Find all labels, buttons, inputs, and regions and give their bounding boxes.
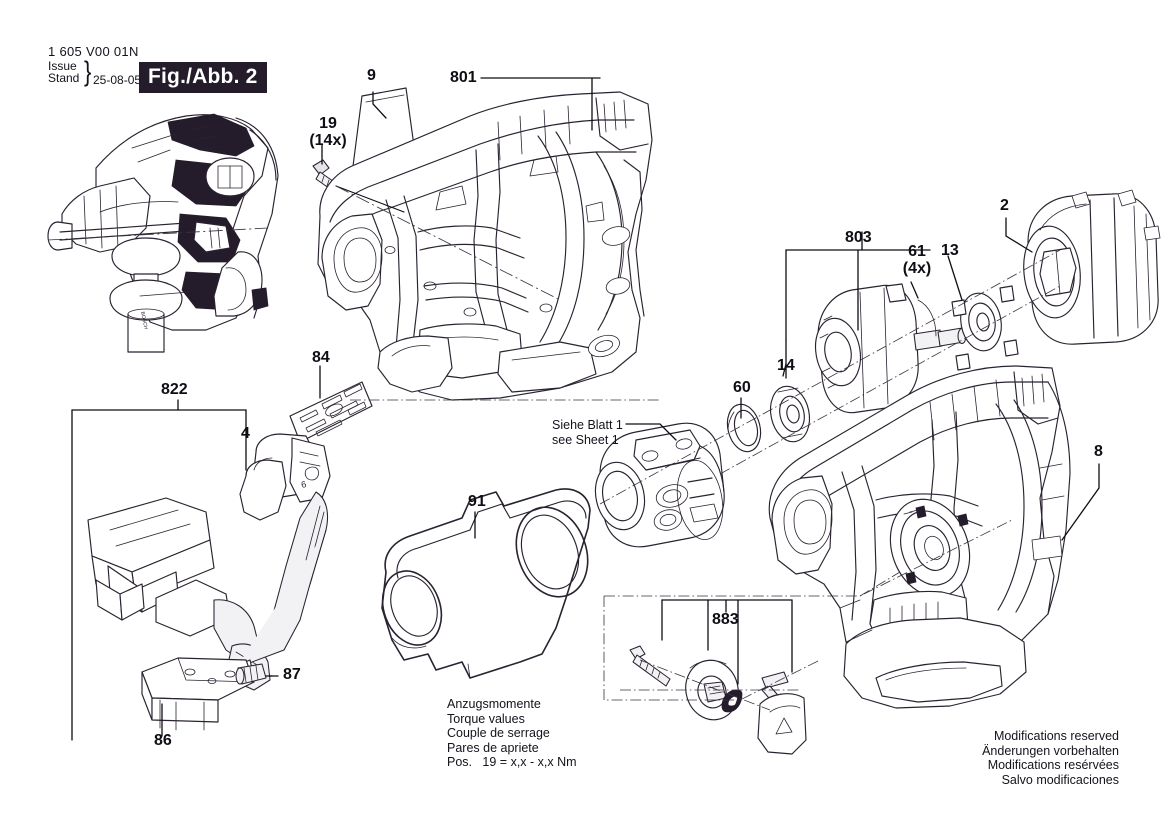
issue-stand-labels: Issue Stand xyxy=(48,60,79,84)
callout-91: 91 xyxy=(468,493,486,510)
torque-values-note: Anzugsmomente Torque values Couple de se… xyxy=(447,697,577,769)
callout-4: 4 xyxy=(241,425,250,442)
callout-9: 9 xyxy=(367,67,376,84)
callout-61: 61 (4x) xyxy=(902,243,932,277)
part-14-bearing xyxy=(769,385,811,443)
gear-housing xyxy=(594,422,725,548)
leader-lines xyxy=(71,77,1100,741)
part-883-mode-selector-group xyxy=(629,645,807,755)
centerlines xyxy=(47,185,1061,711)
svg-text:6: 6 xyxy=(300,479,307,490)
callout-13: 13 xyxy=(941,242,959,259)
callout-19: 19 (14x) xyxy=(309,115,347,149)
part-801-left-housing xyxy=(317,91,653,401)
figure-badge: Fig./Abb. 2 xyxy=(139,62,267,93)
part-822-switch-assembly: 6 xyxy=(87,433,331,691)
part-number: 1 605 V00 01N xyxy=(48,44,139,59)
callout-801: 801 xyxy=(450,69,477,86)
part-84-rating-label xyxy=(289,381,373,443)
issue-label: Issue xyxy=(48,59,77,73)
part-86-pcb-plate xyxy=(141,657,255,731)
callout-803: 803 xyxy=(845,229,872,246)
callout-87: 87 xyxy=(283,666,301,683)
callout-2: 2 xyxy=(1000,197,1009,214)
stand-label: Stand xyxy=(48,71,80,85)
issue-date: 25-08-05 xyxy=(93,73,142,87)
callout-8: 8 xyxy=(1094,443,1103,460)
part-87-screw xyxy=(235,663,267,685)
callout-86: 86 xyxy=(154,732,172,749)
part-60-shim-ring xyxy=(726,403,762,453)
callout-60: 60 xyxy=(733,379,751,396)
part-8-right-housing xyxy=(768,365,1071,709)
callout-84: 84 xyxy=(312,349,330,366)
svg-text:BOSCH: BOSCH xyxy=(139,311,149,330)
brace-glyph: } xyxy=(84,55,92,87)
part-91-gasket xyxy=(381,488,591,679)
assembled-tool-cutaway: BOSCH xyxy=(47,113,279,353)
part-803-armature xyxy=(814,283,967,414)
callout-822: 822 xyxy=(161,381,188,398)
part-2-motor-cap xyxy=(1023,189,1161,345)
callout-14: 14 xyxy=(777,357,795,374)
callout-883: 883 xyxy=(712,611,739,628)
disclaimer-note: Modifications reserved Änderungen vorbeh… xyxy=(982,729,1119,787)
see-sheet-note: Siehe Blatt 1 see Sheet 1 xyxy=(552,418,623,447)
